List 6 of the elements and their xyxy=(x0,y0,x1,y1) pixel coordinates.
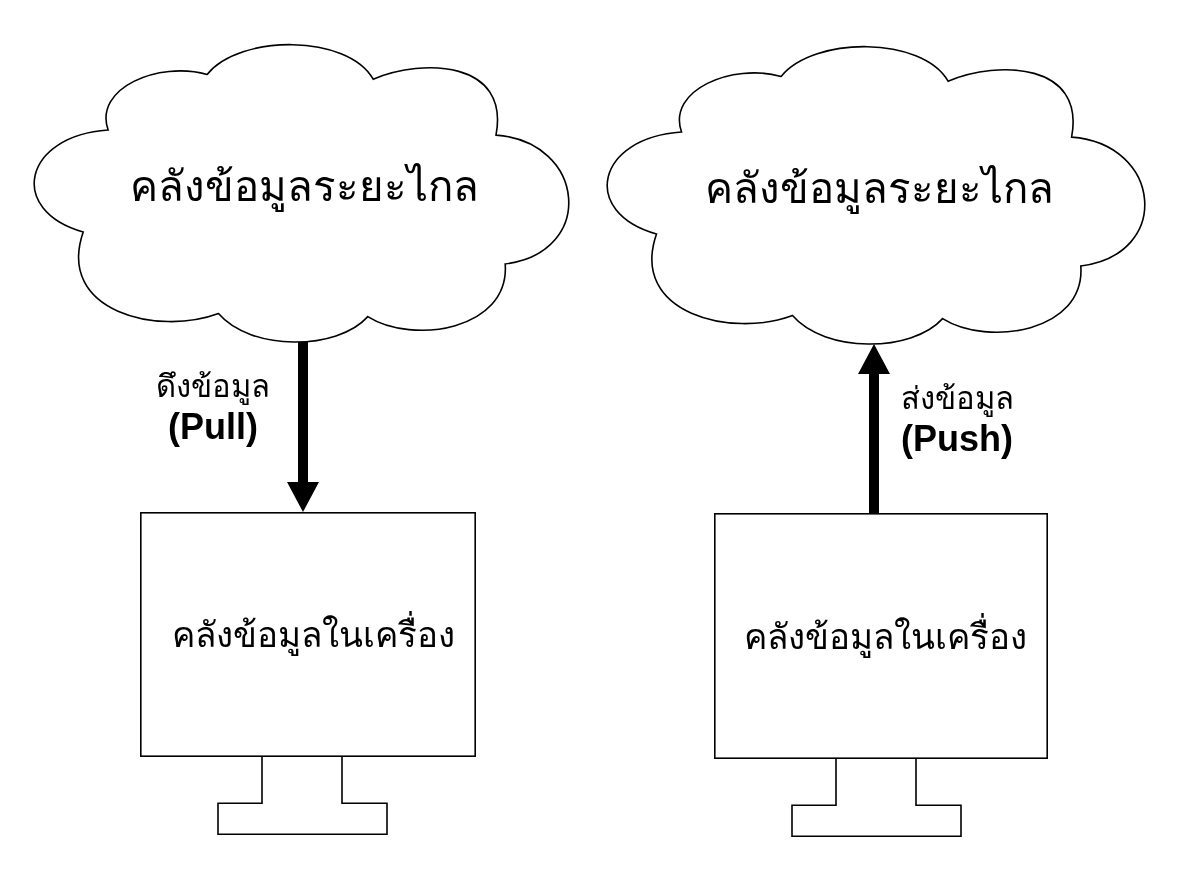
arrow xyxy=(858,344,890,513)
edge-label: ดึงข้อมูล (Pull) xyxy=(155,367,271,448)
arrow xyxy=(287,342,319,512)
monitor: คลังข้อมูลในเครื่อง xyxy=(140,512,476,837)
monitor: คลังข้อมูลในเครื่อง xyxy=(714,513,1048,839)
edge-label: ส่งข้อมูล (Push) xyxy=(899,379,1015,460)
